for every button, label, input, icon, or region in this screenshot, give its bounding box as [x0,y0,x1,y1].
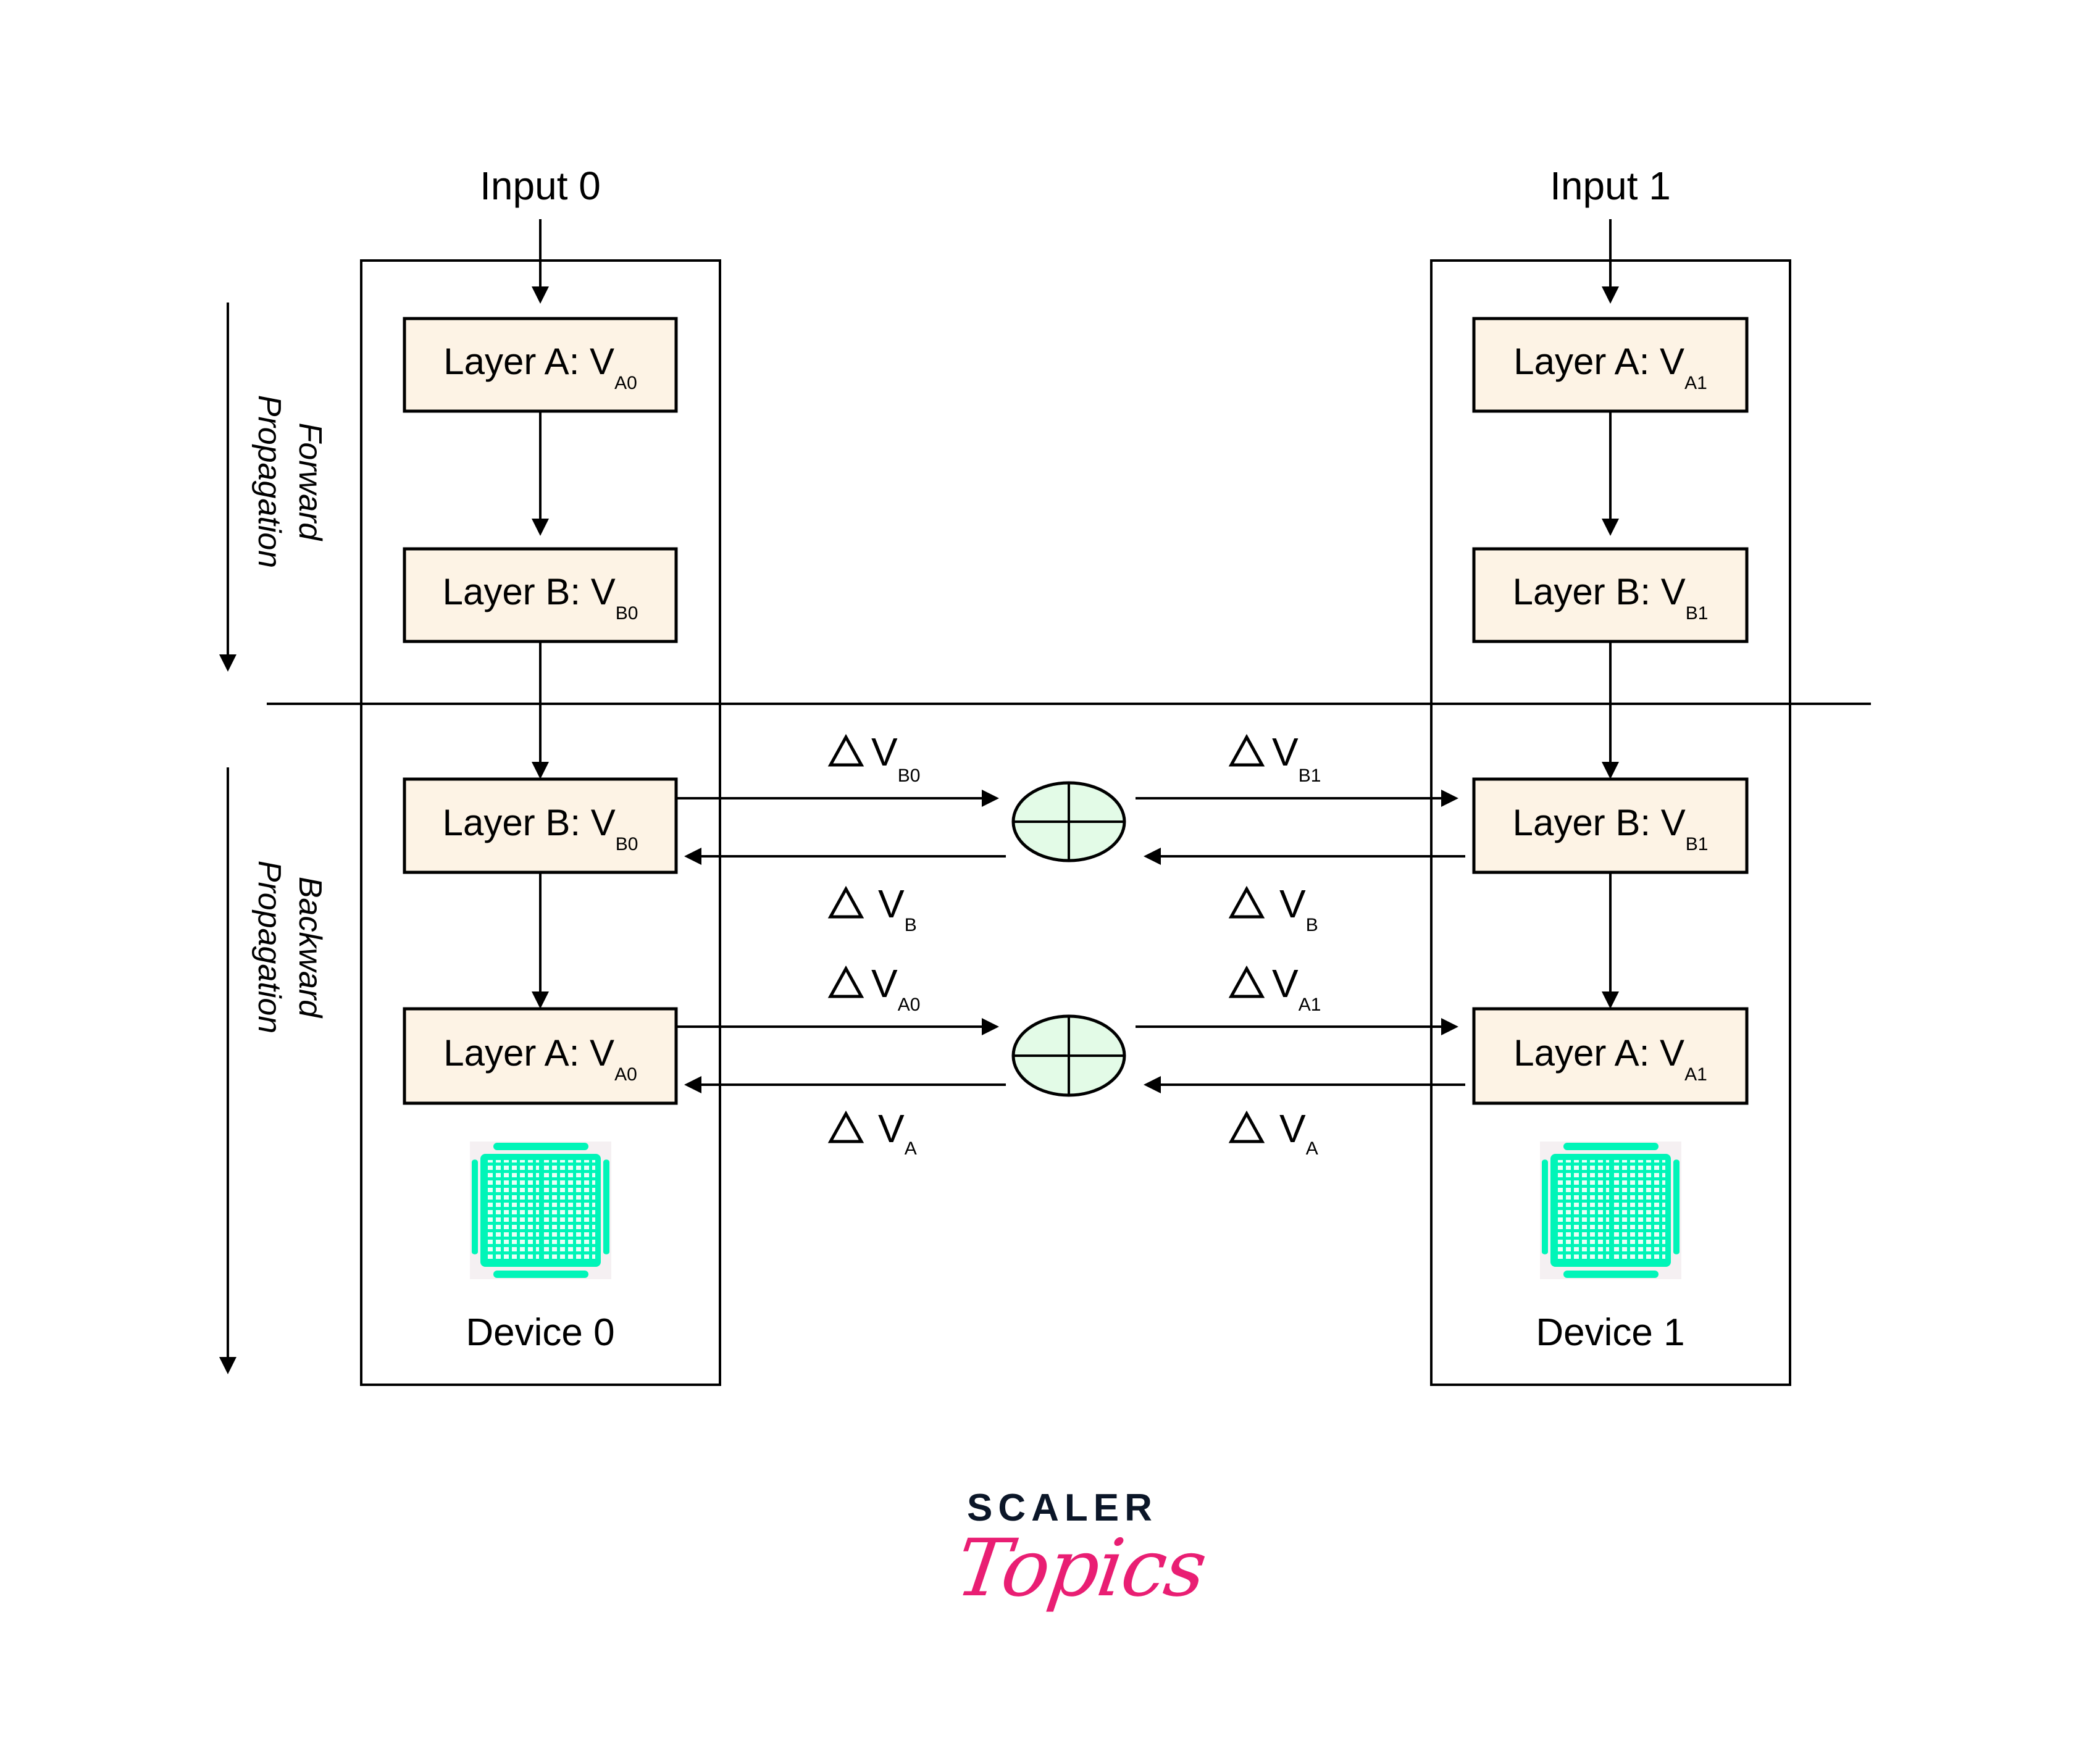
forward-label-line2: Propagation [251,395,287,568]
device-0-arrowheads [532,286,549,1009]
device-0-label: Device 0 [466,1311,614,1354]
svg-text:Layer B: VB1: Layer B: VB1 [1513,802,1709,854]
device-1-arrowheads [1602,286,1619,1009]
sum-circle-icon [1011,1014,1126,1097]
device-0-layer-a-backward: Layer A: VA0 [403,1007,678,1105]
layer-subscript: B0 [616,834,638,854]
layer-subscript: B0 [616,603,638,624]
svg-text:VB: VB [878,882,917,935]
svg-text:VA0: VA0 [871,961,920,1015]
layer-b-exchange-arrowheads [684,790,1458,865]
layer-subscript: B1 [1686,834,1709,854]
gpu-chip-icon [470,1142,611,1279]
delta-icon [827,885,864,919]
device-1-layer-b-forward: Layer B: VB1 [1472,547,1749,643]
layer-a-exchange-arrowheads [684,1018,1458,1093]
delta-icon [827,733,864,767]
device-1-layer-a-forward: Layer A: VA1 [1472,317,1749,413]
delta-icon [1228,965,1265,998]
forward-label-line1: Forward [292,423,328,542]
device-0-layer-b-forward: Layer B: VB0 [403,547,678,643]
svg-text:VA1: VA1 [1272,961,1321,1015]
backward-propagation-arrow [219,767,236,1374]
backward-propagation-label: Backward Propagation [251,861,328,1033]
layer-name: Layer B: V [1513,802,1686,843]
layer-name: Layer A: V [443,1032,614,1074]
device-1-layer-a-backward: Layer A: VA1 [1472,1007,1749,1105]
layer-subscript: A0 [614,373,637,393]
svg-text:Layer B: VB0: Layer B: VB0 [443,802,638,854]
svg-text:Layer A: VA0: Layer A: VA0 [443,341,637,393]
delta-icon [827,965,864,998]
delta-icon [827,1110,864,1143]
svg-text:VA: VA [1279,1106,1318,1159]
svg-text:Layer A: VA0: Layer A: VA0 [443,1032,637,1085]
gradient-label-b1: VB1 [1228,730,1321,786]
gpu-chip-icon [1540,1142,1681,1279]
input-0-label: Input 0 [480,164,601,208]
layer-subscript: A0 [614,1064,637,1085]
svg-text:Layer A: VA1: Layer A: VA1 [1513,1032,1707,1085]
scaler-logo-wordmark: SCALER [967,1487,1158,1529]
gradient-label-a-left: VA [827,1106,917,1159]
layer-a-exchange-arrows [676,1025,1465,1086]
svg-text:Layer B: VB0: Layer B: VB0 [443,571,638,624]
layer-name: Layer B: V [443,571,616,612]
forward-propagation-label: Forward Propagation [251,395,328,568]
layer-subscript: A1 [1684,1064,1707,1085]
gradient-label-b-left: VB [827,882,917,935]
delta-icon [1228,733,1265,767]
layer-name: Layer B: V [443,802,616,843]
sum-circle-icon [1011,781,1126,862]
device-1-layer-b-backward: Layer B: VB1 [1472,777,1749,874]
forward-propagation-arrow [219,303,236,672]
device-0-layer-b-backward: Layer B: VB0 [403,777,678,874]
gradient-label-b-right: VB [1228,882,1318,935]
backward-label-line1: Backward [292,877,328,1019]
layer-subscript: A1 [1684,373,1707,393]
layer-name: Layer A: V [1513,1032,1684,1074]
gradient-label-a-right: VA [1228,1106,1318,1159]
layer-name: Layer A: V [1513,341,1684,382]
layer-name: Layer A: V [443,341,614,382]
gradient-label-b0: VB0 [827,730,920,786]
svg-text:VB: VB [1279,882,1318,935]
backward-label-line2: Propagation [251,861,287,1033]
layer-name: Layer B: V [1513,571,1686,612]
device-0-layer-a-forward: Layer A: VA0 [403,317,678,413]
svg-text:Layer B: VB1: Layer B: VB1 [1513,571,1709,624]
device-1-label: Device 1 [1536,1311,1684,1354]
delta-icon [1228,885,1265,919]
delta-icon [1228,1110,1265,1143]
svg-text:VB1: VB1 [1272,730,1321,786]
gradient-label-a1: VA1 [1228,961,1321,1015]
svg-text:Layer A: VA1: Layer A: VA1 [1513,341,1707,393]
topics-logo-script: Topics [950,1522,1211,1614]
input-1-label: Input 1 [1550,164,1671,208]
svg-text:VA: VA [878,1106,917,1159]
layer-b-exchange-arrows [676,797,1465,858]
svg-text:VB0: VB0 [871,730,920,786]
layer-subscript: B1 [1686,603,1709,624]
gradient-label-a0: VA0 [827,961,920,1015]
